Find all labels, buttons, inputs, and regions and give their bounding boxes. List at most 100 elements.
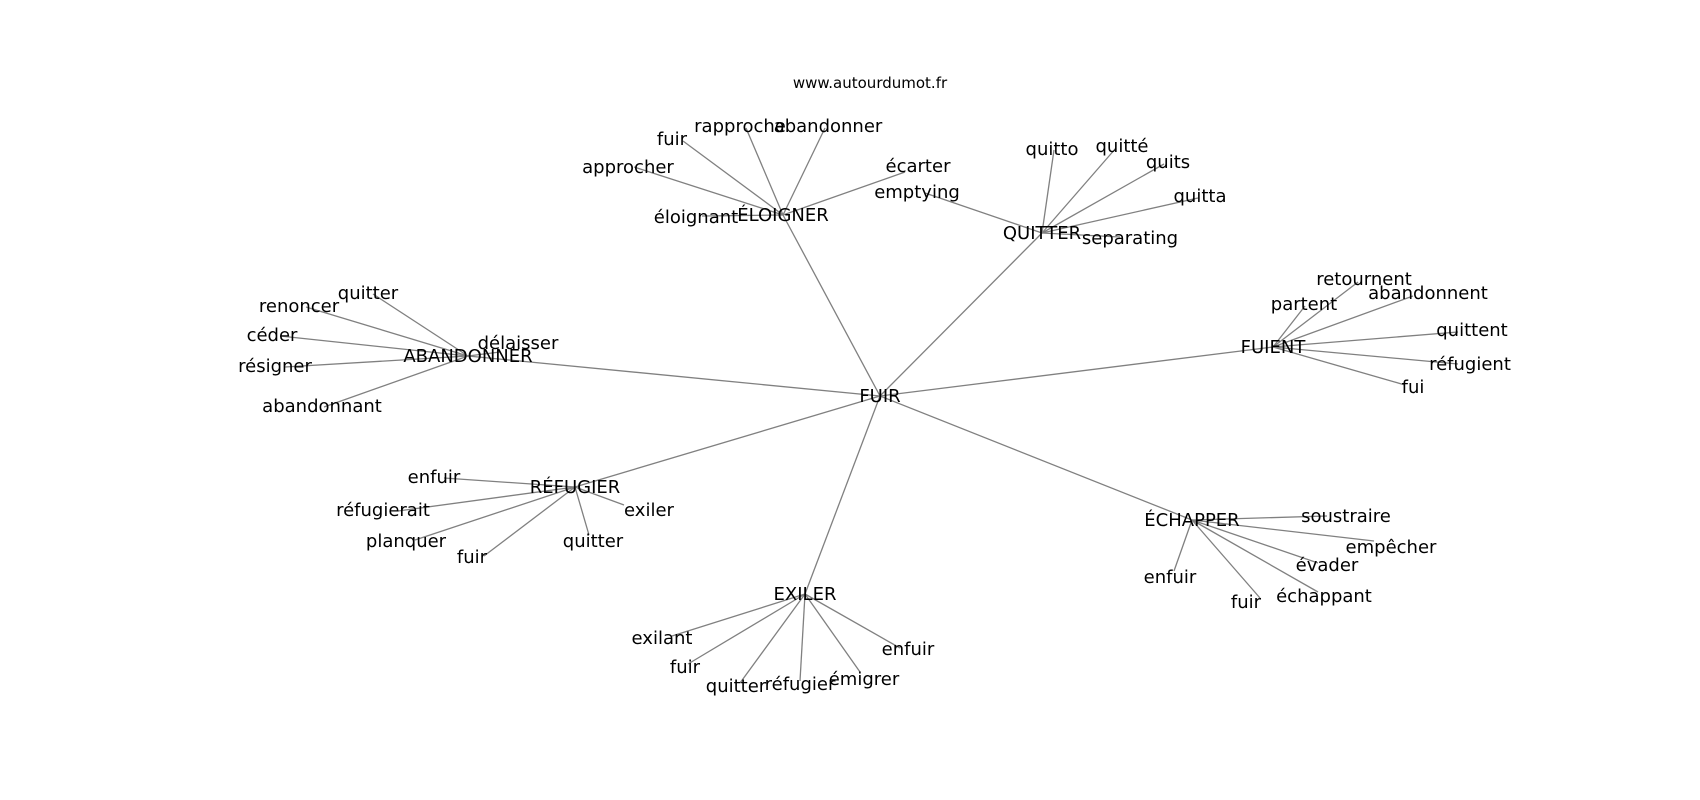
edge-hub-to-leaf bbox=[574, 486, 590, 536]
edge-hub-to-leaf bbox=[574, 486, 625, 506]
leaf-node-label: exilant bbox=[632, 628, 693, 649]
edge-hub-to-leaf bbox=[799, 593, 806, 682]
edge-hub-to-leaf bbox=[1272, 346, 1406, 386]
leaf-node-label: fuir bbox=[657, 129, 688, 150]
leaf-node-label: renoncer bbox=[259, 296, 340, 317]
edge-hub-to-leaf bbox=[372, 293, 469, 357]
edge-hub-to-leaf bbox=[687, 593, 806, 665]
edge-hub-to-leaf bbox=[1041, 149, 1055, 234]
leaf-node-label: résigner bbox=[238, 356, 312, 377]
edge-center-to-hub bbox=[467, 355, 881, 397]
leaf-node-label: quitter bbox=[338, 283, 399, 304]
edge-hub-to-leaf bbox=[1272, 295, 1414, 348]
leaf-node-label: quitto bbox=[1026, 139, 1079, 160]
leaf-node-label: quittent bbox=[1436, 320, 1508, 341]
leaf-node-label: abandonnant bbox=[262, 396, 382, 417]
edge-hub-to-leaf bbox=[745, 127, 784, 216]
hub-node-label: RÉFUGIER bbox=[530, 476, 621, 498]
leaf-node-label: réfugient bbox=[1429, 354, 1511, 375]
leaf-node-label: soustraire bbox=[1301, 506, 1391, 527]
leaf-node-label: échappant bbox=[1276, 586, 1372, 607]
leaf-node-label: quitté bbox=[1095, 136, 1148, 157]
edge-hub-to-leaf bbox=[1041, 197, 1199, 234]
edge-hub-to-leaf bbox=[1191, 519, 1319, 593]
edges-layer bbox=[279, 127, 1459, 684]
leaf-node-label: retournent bbox=[1316, 269, 1412, 290]
edge-hub-to-leaf bbox=[1191, 519, 1261, 599]
leaf-node-label: fuir bbox=[1231, 592, 1262, 613]
edge-center-to-hub bbox=[804, 395, 881, 595]
leaf-node-label: separating bbox=[1082, 228, 1178, 249]
leaf-node-label: réfugier bbox=[765, 674, 836, 695]
edge-hub-to-leaf bbox=[467, 351, 501, 357]
leaf-node-label: enfuir bbox=[882, 639, 935, 660]
edge-hub-to-leaf bbox=[323, 355, 469, 408]
edge-hub-to-leaf bbox=[284, 355, 469, 368]
leaf-node-label: quitter bbox=[706, 676, 767, 697]
center-node-label: FUIR bbox=[859, 386, 900, 407]
hub-node-label: QUITTER bbox=[1003, 223, 1081, 244]
leaf-node-label: délaisser bbox=[478, 333, 559, 354]
leaf-node-label: fui bbox=[1402, 377, 1425, 398]
edge-center-to-hub bbox=[879, 395, 1193, 521]
leaf-node-label: émigrer bbox=[829, 669, 900, 690]
edge-hub-to-leaf bbox=[782, 127, 826, 216]
edge-hub-to-leaf bbox=[924, 192, 1043, 234]
leaf-node-label: exiler bbox=[624, 500, 674, 521]
edge-hub-to-leaf bbox=[1191, 519, 1375, 542]
leaf-node-label: fuir bbox=[670, 657, 701, 678]
hub-node-label: FUIENT bbox=[1241, 337, 1307, 358]
hub-node-label: EXILER bbox=[774, 584, 837, 605]
labels-layer: FUIRÉLOIGNERapprocherfuirrapprocheabando… bbox=[238, 116, 1511, 697]
hub-node-label: ABANDONNER bbox=[403, 346, 532, 367]
edge-hub-to-leaf bbox=[1272, 281, 1359, 348]
leaf-node-label: approcher bbox=[582, 157, 674, 178]
leaf-node-label: abandonner bbox=[774, 116, 883, 137]
leaf-node-label: emptying bbox=[874, 182, 960, 203]
edge-hub-to-leaf bbox=[804, 593, 861, 673]
edge-hub-to-leaf bbox=[397, 486, 576, 512]
leaf-node-label: planquer bbox=[366, 531, 447, 552]
edge-hub-to-leaf bbox=[701, 214, 784, 217]
site-url-label: www.autourdumot.fr bbox=[793, 74, 948, 92]
leaf-node-label: céder bbox=[247, 325, 298, 346]
edge-hub-to-leaf bbox=[1272, 305, 1306, 348]
edge-hub-to-leaf bbox=[804, 593, 901, 649]
leaf-node-label: abandonnent bbox=[1368, 283, 1488, 304]
edge-hub-to-leaf bbox=[1191, 515, 1328, 521]
leaf-node-label: empêcher bbox=[1346, 537, 1437, 558]
edge-hub-to-leaf bbox=[782, 171, 906, 216]
leaf-node-label: partent bbox=[1271, 294, 1337, 315]
edge-center-to-hub bbox=[879, 232, 1043, 397]
hub-node-label: ÉLOIGNER bbox=[737, 204, 829, 226]
edge-hub-to-leaf bbox=[443, 477, 576, 488]
leaf-node-label: écarter bbox=[886, 156, 952, 177]
leaf-node-label: fuir bbox=[457, 547, 488, 568]
edge-hub-to-leaf bbox=[279, 335, 469, 357]
edge-hub-to-leaf bbox=[1041, 163, 1165, 234]
leaf-node-label: réfugierait bbox=[336, 500, 430, 521]
leaf-node-label: quits bbox=[1146, 152, 1190, 173]
hub-node-label: ÉCHAPPER bbox=[1144, 509, 1239, 531]
edge-hub-to-leaf bbox=[1041, 232, 1121, 238]
leaf-node-label: éloignant bbox=[654, 207, 738, 228]
leaf-node-label: rapproche bbox=[694, 116, 786, 137]
edge-hub-to-leaf bbox=[671, 593, 806, 637]
edge-hub-to-leaf bbox=[1272, 346, 1459, 365]
leaf-node-label: quitter bbox=[563, 531, 624, 552]
edge-hub-to-leaf bbox=[483, 486, 576, 557]
leaf-node-label: enfuir bbox=[1144, 567, 1197, 588]
edge-hub-to-leaf bbox=[739, 593, 806, 684]
edge-hub-to-leaf bbox=[1272, 331, 1459, 348]
edge-hub-to-leaf bbox=[633, 166, 784, 216]
edge-hub-to-leaf bbox=[1191, 519, 1319, 564]
edge-hub-to-leaf bbox=[1041, 147, 1117, 234]
edge-center-to-hub bbox=[879, 346, 1274, 397]
edge-center-to-hub bbox=[574, 395, 881, 488]
edge-hub-to-leaf bbox=[305, 306, 469, 357]
edge-hub-to-leaf bbox=[414, 486, 576, 541]
leaf-node-label: évader bbox=[1296, 555, 1359, 576]
leaf-node-label: quitta bbox=[1174, 186, 1227, 207]
leaf-node-label: enfuir bbox=[408, 467, 461, 488]
